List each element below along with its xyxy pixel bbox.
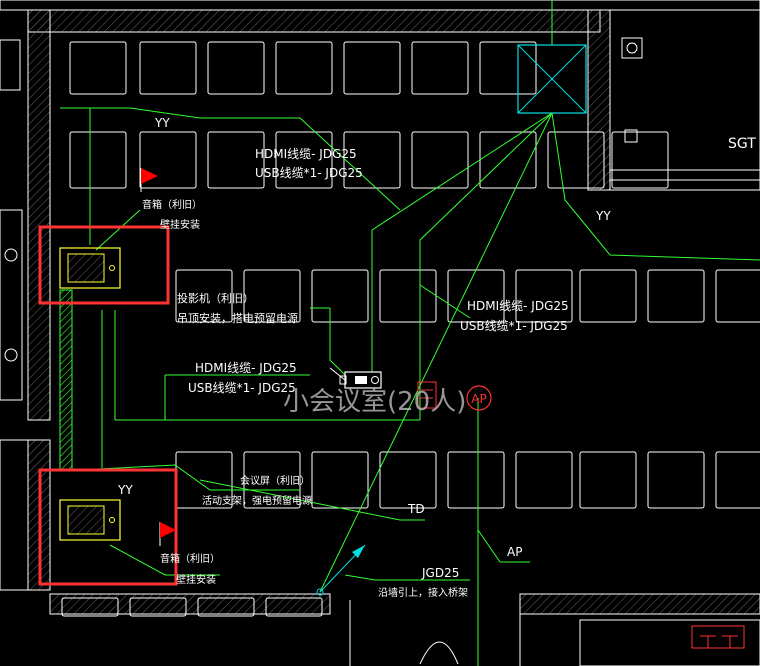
label-yy-top: YY: [154, 116, 170, 130]
ceiling-tile: [129, 597, 187, 617]
label-speaker-top-2: 壁挂安装: [160, 218, 200, 231]
ap-icon: AP: [466, 385, 492, 411]
ceiling-tile: [611, 131, 669, 189]
ceiling-tile: [479, 41, 537, 95]
ceiling-tile: [207, 41, 265, 95]
label-cable-top-1: HDMI线缆- JDG25: [255, 147, 357, 161]
label-jgd-note: 沿墙引上，接入桥架: [378, 586, 468, 599]
cable-tray: [59, 289, 73, 471]
highlight-speaker-bottom: [38, 468, 178, 586]
label-td: TD: [407, 502, 425, 516]
label-jgd: JGD25: [421, 566, 459, 580]
flag-icon: [159, 522, 176, 546]
projector-icon: [329, 367, 382, 389]
label-speaker-bottom-1: 音箱（利旧）: [160, 552, 220, 565]
ceiling-tile: [139, 131, 197, 189]
label-cable-top-2: USB线缆*1- JDG25: [255, 166, 363, 180]
label-cable-left-2: USB线缆*1- JDG25: [188, 381, 296, 395]
highlight-speaker-top: [38, 225, 170, 305]
ceiling-tile: [275, 131, 333, 189]
room-label: 小会议室(20人): [283, 387, 466, 417]
speaker-bottom: [59, 499, 121, 541]
ceiling-tile: [175, 269, 233, 323]
ap-tag: AP: [471, 392, 486, 406]
ceiling-tile: [343, 131, 401, 189]
ceiling-tile: [265, 597, 323, 617]
ceiling-tile: [515, 269, 573, 323]
ceiling-tile: [243, 451, 301, 509]
ceiling-tile: [515, 451, 573, 509]
speaker-top: [59, 247, 121, 289]
label-cable-right-1: HDMI线缆- JDG25: [467, 299, 569, 313]
label-sgt: SGT: [728, 136, 756, 152]
label-ap: AP: [507, 545, 522, 559]
ceiling-tile: [411, 131, 469, 189]
ceiling-tile: [61, 597, 119, 617]
ceiling-tile: [69, 41, 127, 95]
ceiling-tile: [207, 131, 265, 189]
ceiling-tile: [447, 451, 505, 509]
ceiling-tile: [311, 269, 369, 323]
label-screen-1: 会议屏（利旧）: [240, 474, 310, 487]
red-mark: [417, 381, 437, 409]
label-screen-2: 活动支架，强电预留电源: [202, 494, 312, 507]
ceiling-tile: [411, 41, 469, 95]
label-speaker-top-1: 音箱（利旧）: [142, 198, 202, 211]
label-speaker-bottom-2: 壁挂安装: [176, 573, 216, 586]
label-cable-right-2: USB线缆*1- JDG25: [460, 319, 568, 333]
ceiling-tile: [275, 41, 333, 95]
ceiling-tile: [547, 131, 605, 189]
ceiling-tile: [715, 269, 760, 323]
ceiling-tile: [647, 269, 705, 323]
wiring: [60, 107, 760, 666]
ceiling-tile: [715, 451, 760, 509]
ceiling-tile: [647, 451, 705, 509]
label-projector-1: 投影机（利旧）: [177, 291, 254, 305]
outlet-symbols: [691, 625, 745, 649]
label-projector-2: 吊顶安装，搭电预留电源: [177, 311, 298, 325]
ceiling-tile: [579, 451, 637, 509]
ceiling-tile: [343, 41, 401, 95]
ceiling-tile: [379, 451, 437, 509]
label-cable-left-1: HDMI线缆- JDG25: [195, 361, 297, 375]
cyan-arrow: [316, 544, 366, 596]
ceiling-tile: [197, 597, 255, 617]
ceiling-tile: [579, 269, 637, 323]
label-yy-right: YY: [595, 209, 611, 223]
ceiling-junction-box: [517, 0, 587, 114]
label-yy-bottom: YY: [117, 483, 133, 497]
ceiling-tile: [69, 131, 127, 189]
ceiling-tile: [243, 269, 301, 323]
ceiling-tile: [139, 41, 197, 95]
flag-icon: [140, 168, 158, 192]
